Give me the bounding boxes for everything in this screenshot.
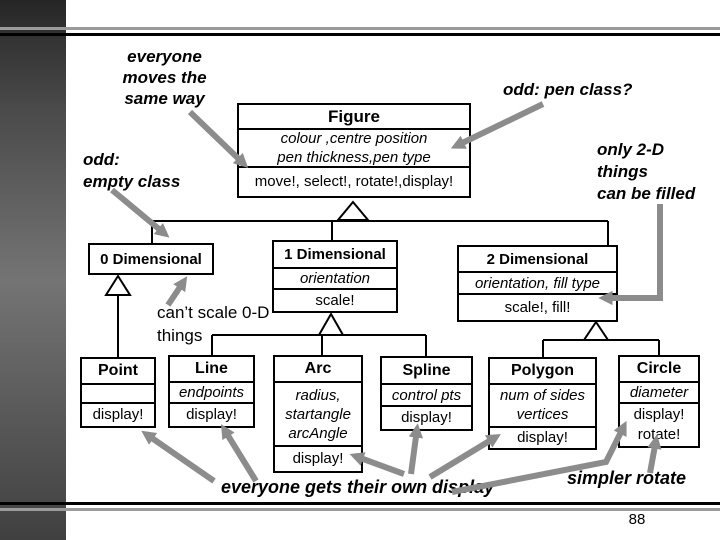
note-line: same way [124,89,205,108]
operation: display! [292,450,344,467]
class-point-attributes [82,385,154,404]
arrow-odd-empty [110,187,170,238]
arrow-everyone-moves [187,109,249,168]
bottom-rule-black [0,502,720,505]
class-arc-operations: display! [275,447,361,471]
attribute: control pts [391,386,462,404]
operation: display! [633,406,685,423]
note-simpler-rotate: simpler rotate [567,468,687,488]
class-line: Line endpoints display! [168,355,255,428]
attribute: vertices [516,406,569,424]
note-everyone-display: everyone gets their own display [221,477,495,497]
attribute: num of sides [499,387,586,405]
class-figure-attributes: colour ,centre position pen thickness,pe… [239,130,469,168]
class-polygon: Polygon num of sides vertices display! [488,357,597,450]
note-line: can’t scale 0-D [157,303,270,322]
note-line: empty class [83,172,181,191]
class-line-attributes: endpoints [170,383,253,404]
class-dim2-operations: scale!, fill! [459,295,616,320]
generalization-triangle-dim2 [582,320,610,341]
attribute: orientation, fill type [474,274,601,292]
class-polygon-operations: display! [490,428,595,448]
class-spline: Spline control pts display! [380,356,473,431]
arrow-display-spline [408,423,423,475]
slide-side-gradient-bar [0,0,66,540]
operation: display! [517,429,568,446]
class-spline-operations: display! [382,407,471,429]
class-spline-title: Spline [382,358,471,385]
operation: display! [401,409,452,426]
top-rule-black [0,33,720,36]
page-number: 88 [628,511,646,528]
arrow-display-arc [349,452,406,477]
class-circle-title: Circle [620,357,698,383]
arrow-only-2d [598,204,663,306]
class-spline-attributes: control pts [382,385,471,407]
note-line: odd: [83,150,120,169]
class-point-title: Point [82,359,154,385]
generalization-triangle-figure [335,200,371,221]
attribute: endpoints [178,384,245,401]
note-odd-pen-class: odd: pen class? [503,80,633,99]
operation: display! [92,406,144,423]
note-only-2d-filled: only 2-D things can be filled [597,139,695,205]
class-figure-operations: move!, select!, rotate!,display! [239,168,469,196]
class-dim2: 2 Dimensional orientation, fill type sca… [457,245,618,322]
arrow-display-line [220,424,259,483]
class-dim2-attributes: orientation, fill type [459,273,616,295]
class-arc-title: Arc [275,357,361,383]
class-circle-attributes: diameter [620,383,698,404]
operation: scale! [315,291,355,309]
bottom-rule-gray [0,508,720,511]
class-dim0-title: 0 Dimensional [100,250,202,268]
arrow-simpler-rotate [647,434,662,474]
note-odd-empty-class: odd: empty class [83,149,180,193]
class-figure-title: Figure [239,105,469,130]
class-dim1-attributes: orientation [274,269,396,290]
class-arc: Arc radius, startangle arcAngle display! [273,355,363,473]
note-line: things [597,162,648,181]
attribute: startangle [285,405,351,423]
class-dim1-operations: scale! [274,290,396,311]
attribute: orientation [299,270,371,287]
note-line: can be filled [597,184,696,203]
arrow-display-polygon [428,434,501,480]
attribute: arcAngle [288,424,348,442]
operation: display! [186,406,237,423]
top-rule-gray [0,27,720,30]
note-everyone-moves: everyone moves the same way [92,46,237,109]
operation: move!, select!, rotate!,display! [254,173,454,190]
attribute: colour ,centre position [280,130,428,147]
class-point: Point display! [80,357,156,428]
class-polygon-attributes: num of sides vertices [490,385,595,428]
note-line: things [157,326,203,345]
arrow-cant-scale [165,276,188,307]
generalization-triangle-dim1 [317,311,345,336]
class-dim0: 0 Dimensional [88,243,214,275]
attribute: diameter [629,384,689,401]
class-point-operations: display! [82,404,154,426]
class-line-title: Line [170,357,253,383]
note-line: only 2-D [597,140,665,159]
operation: scale!, fill! [504,298,571,316]
note-line: moves the [122,68,207,87]
attribute: radius, [295,386,341,404]
arrow-odd-pen [450,101,545,149]
class-arc-attributes: radius, startangle arcAngle [275,383,361,447]
note-line: everyone [127,47,202,66]
class-dim1-title: 1 Dimensional [274,242,396,269]
class-dim1: 1 Dimensional orientation scale! [272,240,398,313]
class-dim2-title: 2 Dimensional [459,247,616,273]
arrow-display-point [141,430,216,484]
attribute: pen thickness,pen type [277,149,431,166]
class-line-operations: display! [170,404,253,426]
class-figure: Figure colour ,centre position pen thick… [237,103,471,198]
arrow-display-circle [451,420,627,495]
note-cant-scale: can’t scale 0-D things [157,301,269,347]
class-polygon-title: Polygon [490,359,595,385]
